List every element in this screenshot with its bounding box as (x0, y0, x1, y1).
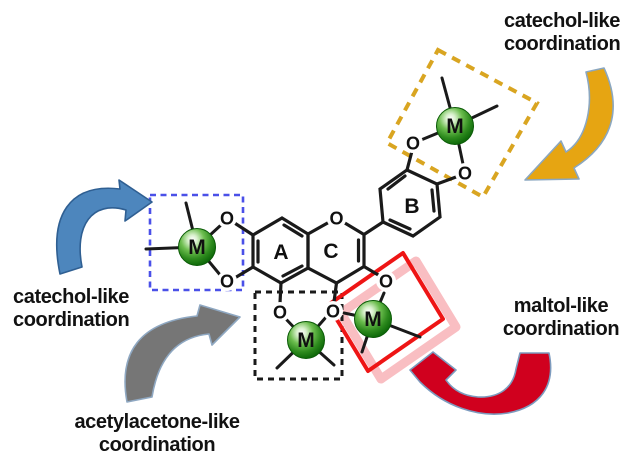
acetylacetone-label: acetylacetone-like coordination (55, 411, 259, 457)
metal-label: M (188, 236, 206, 259)
flavonoid-skeleton (231, 149, 458, 305)
catechol-right-line2: coordination (504, 33, 621, 55)
ring-c-label: C (323, 240, 338, 263)
acetylacetone-line2: coordination (98, 434, 216, 456)
catechol-left-line1: catechol-like (13, 286, 129, 308)
maltol-label: maltol-like coordination (486, 295, 636, 341)
oxygen-label: O (379, 272, 393, 292)
oxygen-atoms: O O O O O O O O (217, 133, 475, 323)
oxygen-label: O (220, 272, 234, 292)
maltol-line1: maltol-like (513, 295, 609, 317)
oxygen-label: O (220, 209, 234, 229)
ring-b-label: B (404, 195, 419, 218)
catechol-left-label: catechol-like coordination (13, 286, 130, 332)
metal-sphere (354, 300, 392, 338)
metal-label: M (364, 308, 382, 331)
bond-c2-b (362, 220, 385, 237)
catechol-right-label: catechol-like coordination (504, 10, 621, 56)
red-arrow (409, 351, 552, 415)
coordination-site-boxes (148, 47, 540, 384)
acetylacetone-line1: acetylacetone-like (74, 411, 240, 433)
oxygen-label: O (406, 134, 420, 154)
catechol-left-line2: coordination (13, 309, 130, 331)
ring-a-label: A (273, 241, 288, 264)
oxygen-label: O (329, 209, 343, 229)
metal-label: M (297, 329, 315, 352)
oxygen-label: O (273, 303, 287, 323)
metal-label: M (446, 115, 464, 138)
maltol-box (326, 251, 445, 373)
catechol-a-ring-box (148, 193, 245, 292)
gold-arrow (524, 67, 614, 181)
oxygen-label: O (458, 164, 472, 184)
metal-sphere (178, 228, 216, 266)
catechol-right-line1: catechol-like (504, 10, 620, 32)
gray-arrow (124, 304, 241, 403)
metal-sphere (436, 107, 474, 145)
maltol-box-shadow (336, 256, 461, 384)
metal-sphere (287, 321, 325, 359)
blue-arrow (56, 179, 153, 275)
maltol-line2: coordination (502, 318, 620, 340)
arrows (56, 67, 614, 415)
oxygen-label: O (326, 302, 340, 322)
metal-spheres: M M M M (178, 107, 474, 359)
